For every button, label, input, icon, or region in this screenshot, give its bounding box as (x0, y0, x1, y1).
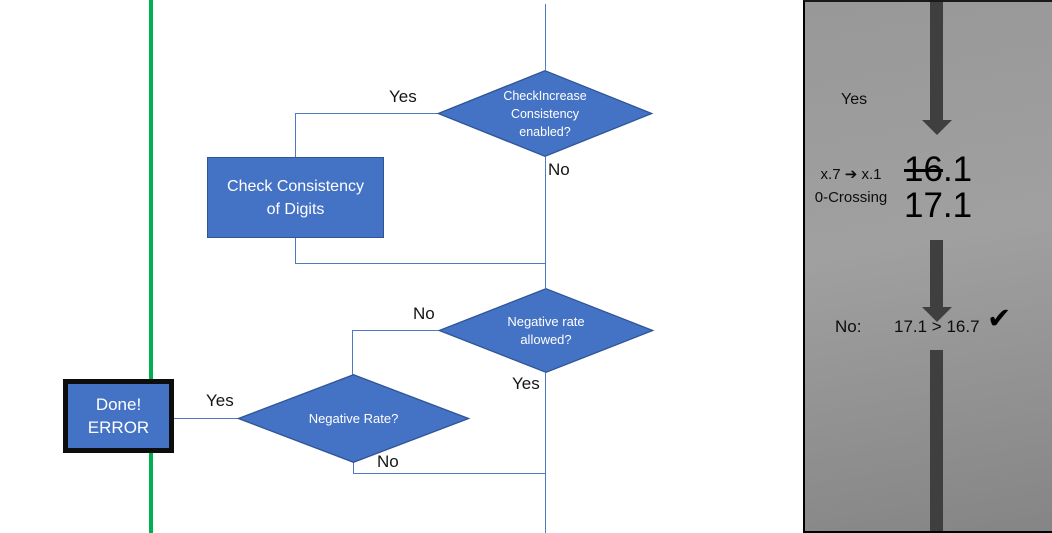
label-yes-top: Yes (389, 87, 417, 106)
checkmark-icon: ✔ (987, 303, 1012, 335)
process-text-line2: of Digits (266, 200, 325, 218)
panel-new-value: 17.1 (904, 186, 973, 225)
process-text-line1: Check Consistency (227, 177, 364, 195)
connector-process-down (294, 236, 296, 264)
panel-rule-text: x.7 ➔ x.1 0-Crossing (805, 163, 897, 209)
decision-check-increase-consistency: CheckIncrease Consistency enabled? (437, 70, 653, 157)
panel-old-value-struck: 16 (904, 150, 943, 189)
panel-old-value-rest: .1 (942, 150, 973, 189)
green-divider-line (149, 0, 153, 533)
decision2-text-line1: Negative rate (507, 313, 585, 329)
label-yes-done: Yes (206, 391, 234, 410)
side-panel: Yes x.7 ➔ x.1 0-Crossing 16.1 17.1 No: 1… (803, 0, 1052, 533)
connector-decision3-no-down (352, 462, 354, 474)
decision2-text-line2: allowed? (520, 331, 572, 347)
down-arrow-1-head (922, 120, 952, 135)
connector-decision2-yes-down (544, 373, 546, 533)
label-no-top: No (548, 160, 570, 179)
connector-decision2-no-left (352, 329, 441, 331)
down-arrow-2-bar (930, 240, 943, 308)
decision-negative-rate: Negative Rate? (237, 374, 470, 463)
panel-rule-line1: x.7 ➔ x.1 (820, 166, 882, 183)
connector-no-into-decision3 (351, 330, 353, 375)
panel-yes-label: Yes (841, 91, 868, 108)
down-arrow-3-bar (930, 350, 943, 531)
panel-result-label: No: (835, 317, 862, 336)
panel-rule-line2: 0-Crossing (814, 189, 888, 206)
connector-decision1-no-down (544, 157, 546, 288)
connector-decision1-yes-left (295, 112, 438, 114)
decision1-text-line3: enabled? (519, 124, 571, 139)
connector-process-to-mainline (295, 262, 546, 264)
diamond-shape (437, 70, 653, 157)
decision1-text-line2: Consistency (510, 106, 580, 121)
connector-decision3-yes-to-done (174, 417, 238, 419)
down-arrow-1-bar (930, 2, 943, 121)
label-yes-mid: Yes (512, 374, 540, 393)
label-no-mid: No (413, 304, 435, 323)
down-arrow-2-head (922, 307, 952, 322)
diamond-shape (438, 288, 654, 373)
decision1-text-line1: CheckIncrease (503, 88, 587, 103)
connector-decision3-no-to-mainline (352, 472, 546, 474)
terminal-text-line2: ERROR (87, 418, 150, 437)
decision-negative-rate-allowed: Negative rate allowed? (438, 288, 654, 373)
connector-yes-into-process (294, 113, 296, 158)
panel-result-comparison: 17.1 > 16.7 (894, 317, 980, 336)
terminal-text-line1: Done! (95, 395, 142, 414)
terminal-done-error: Done! ERROR (63, 379, 174, 453)
label-no-bottom: No (377, 452, 399, 471)
connector-top-into-decision1 (544, 4, 546, 70)
diamond-shape (237, 374, 470, 463)
process-check-consistency-of-digits: Check Consistency of Digits (207, 157, 384, 238)
decision3-text-line1: Negative Rate? (308, 411, 399, 426)
panel-old-value: 16.1 (904, 152, 972, 188)
